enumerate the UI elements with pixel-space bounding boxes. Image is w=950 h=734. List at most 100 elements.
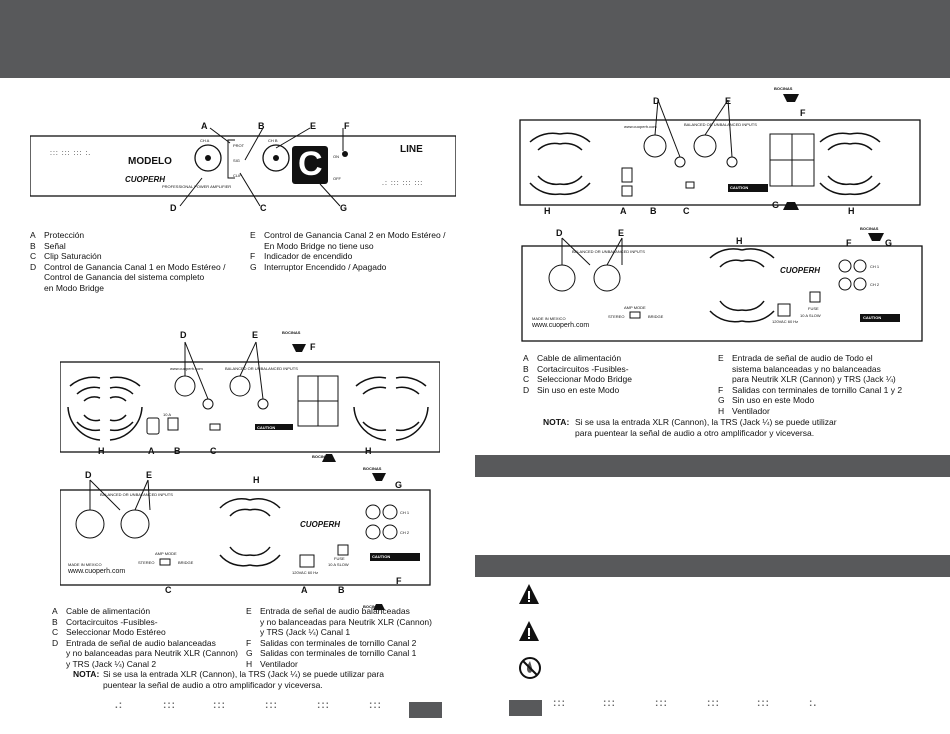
- bridge-label-2: BRIDGE: [648, 314, 664, 319]
- legend-text: Salidas con terminales de tornillo Canal…: [732, 384, 903, 395]
- power-switch-logo[interactable]: C: [298, 145, 323, 183]
- model-label: MODELO: [128, 156, 172, 167]
- page-dots: :::: [655, 698, 668, 709]
- rear2-callout-a: A: [301, 585, 308, 595]
- legend-text: Sin uso en este Modo: [732, 395, 815, 405]
- bocinas-label-3: BOCINAS: [363, 466, 382, 471]
- caution-label-3: CAUTION: [730, 185, 749, 190]
- fuse-label: FUSE: [334, 556, 345, 561]
- bocinas-label-5: BOCINAS: [774, 86, 793, 91]
- bridge-callout-f: F: [800, 108, 806, 118]
- bocinas-label-1: BOCINAS: [282, 330, 301, 335]
- bridge-callout-h2: H: [848, 206, 855, 216]
- made-in-label: MADE IN MEXICO: [68, 562, 102, 567]
- balanced-label-4: BALANCED OR UNBALANCED INPUTS: [572, 249, 645, 254]
- caution-label-2: CAUTION: [372, 554, 391, 559]
- legend-key: C: [523, 374, 530, 384]
- balanced-label-2: BALANCED OR UNBALANCED INPUTS: [100, 492, 173, 497]
- bridge2-callout-h: H: [736, 236, 743, 246]
- prot-label: PROT: [233, 143, 245, 148]
- rear-stereo-note: NOTA: Si se usa la entrada XLR (Cannon),…: [73, 669, 453, 690]
- ten-a-label: 10 A: [163, 412, 172, 417]
- rear-bridge-note: NOTA: Si se usa la entrada XLR (Cannon),…: [543, 417, 933, 438]
- legend-text: Seleccionar Modo Estéreo: [66, 627, 166, 637]
- front-subtitle: PROFESSIONAL POWER AMPLIFIER: [162, 184, 232, 189]
- rear-bridge-drawing: [519, 94, 923, 342]
- page-dots: :::: [265, 700, 278, 711]
- ch1-label: CH 1: [400, 510, 410, 515]
- callout-g: G: [340, 203, 348, 213]
- website-label-4: www.cuoperh.com: [532, 322, 590, 329]
- page-dots: :::: [553, 698, 566, 709]
- page-indicator-left: [409, 702, 442, 718]
- rear-callout-b: B: [174, 446, 181, 456]
- legend-text: Control de Ganancia Canal 1 en Modo Esté…: [44, 261, 226, 293]
- section-header-bar-2: [475, 555, 950, 577]
- caution-label-4: CAUTION: [863, 315, 882, 320]
- legend-key: G: [246, 648, 253, 658]
- rear-brand: CUOPERH: [300, 520, 341, 529]
- note-label: NOTA:: [73, 669, 100, 679]
- fuse-label-2: FUSE: [808, 306, 819, 311]
- rear-bridge-diagram: D E F H A B C G H D E H F G BOCINAS BOCI…: [510, 86, 935, 346]
- section-header-bar-1: [475, 455, 950, 477]
- rear-callout-h: H: [98, 446, 105, 456]
- page-dots: :::: [213, 700, 226, 711]
- rear-stereo-diagram: D E F H A B C H D E H G C A B F BOCINAS …: [59, 330, 441, 612]
- bridge-callout-c: C: [683, 206, 690, 216]
- legend-text: Sin uso en este Modo: [537, 384, 620, 395]
- website-label-2: www.cuoperh.com: [68, 568, 126, 575]
- bridge2-callout-e: E: [618, 228, 625, 238]
- bocinas-label-6: BOCINAS: [860, 226, 879, 231]
- bridge-callout-h: H: [544, 206, 551, 216]
- legend-key: E: [246, 606, 252, 616]
- legend-key: D: [52, 637, 59, 648]
- warning-triangle-icon: [519, 621, 539, 641]
- bocinas-label-2: BOCINAS: [312, 454, 331, 459]
- page-dots: :::: [603, 698, 616, 709]
- legend-text: Control de Ganancia Canal 2 en Modo Esté…: [264, 230, 446, 251]
- rear2-callout-b: B: [338, 585, 345, 595]
- voltage-label: 120VAC 60 Hz: [292, 570, 319, 575]
- bridge-callout-d: D: [653, 96, 660, 106]
- legend-key: B: [52, 616, 58, 627]
- bridge-callout-b: B: [650, 206, 657, 216]
- warning-triangle-icon: [519, 584, 539, 604]
- legend-text: Cortacircuitos -Fusibles-: [66, 616, 158, 627]
- ch-a-label: CH A: [200, 138, 210, 143]
- rear2-callout-d: D: [85, 470, 92, 480]
- bridge2-callout-g: G: [885, 238, 893, 248]
- amp-mode-label-2: AMP MODE: [624, 305, 646, 310]
- legend-key: C: [52, 627, 59, 637]
- stereo-label-2: STEREO: [608, 314, 625, 319]
- legend-text: Ventilador: [260, 658, 298, 669]
- made-in-label-2: MADE IN MEXICO: [532, 316, 566, 321]
- legend-text: Señal: [44, 240, 66, 251]
- callout-a: A: [201, 121, 208, 131]
- rear2-callout-h: H: [253, 475, 260, 485]
- note-text-2: Si se usa la entrada XLR (Cannon), la TR…: [575, 417, 837, 438]
- legend-text: Salidas con terminales de tornillo Canal…: [260, 648, 417, 658]
- legend-key: B: [30, 240, 36, 251]
- legend-text: Cable de alimentación: [537, 353, 622, 363]
- legend-key: G: [718, 395, 725, 405]
- legend-key: H: [718, 405, 725, 416]
- legend-key: A: [52, 606, 58, 616]
- legend-key: D: [523, 384, 530, 395]
- page-dots: :::: [163, 700, 176, 711]
- legend-key: E: [250, 230, 256, 240]
- page-dots: :::: [757, 698, 770, 709]
- legend-key: E: [718, 353, 724, 363]
- page-indicator-right: [509, 700, 542, 716]
- ch-b-label: CH B: [268, 138, 278, 143]
- page-dots: :.: [809, 698, 818, 709]
- legend-key: D: [30, 261, 37, 272]
- page-dots: :::: [317, 700, 330, 711]
- legend-text: Ventilador: [732, 405, 770, 416]
- bridge-brand: CUOPERH: [780, 266, 821, 275]
- legend-key: F: [246, 637, 252, 648]
- amp-mode-label: AMP MODE: [155, 551, 177, 556]
- page-dots: :::: [707, 698, 720, 709]
- legend-text: Protección: [44, 230, 85, 240]
